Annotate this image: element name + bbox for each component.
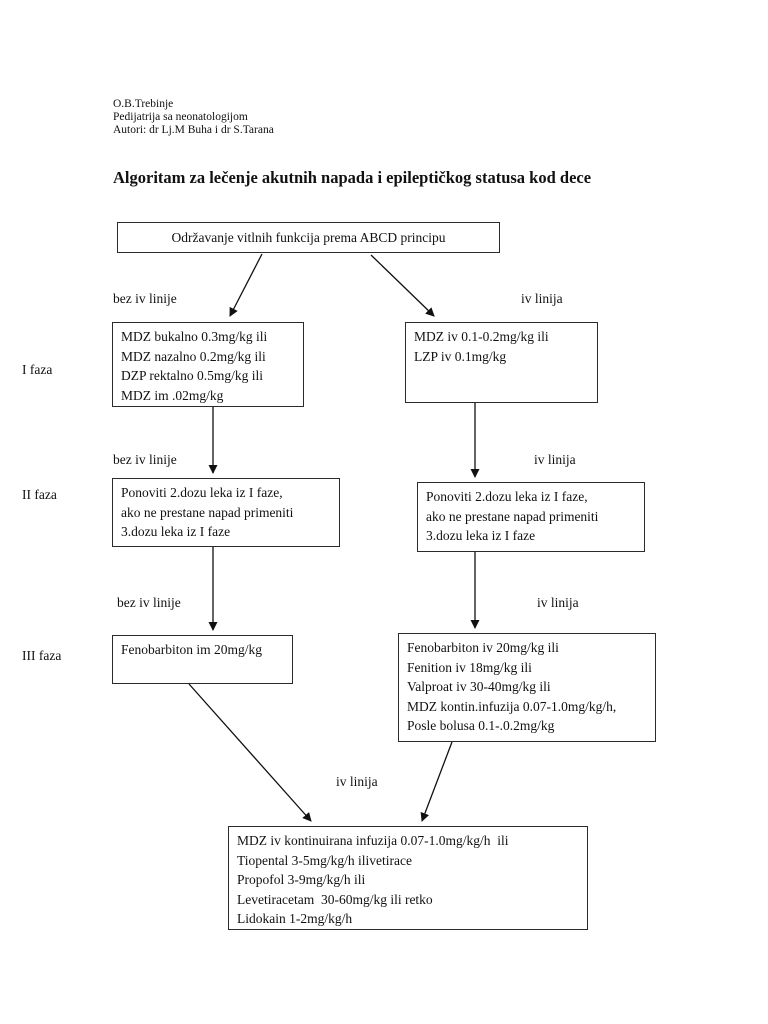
label-phase-2: II faza bbox=[22, 487, 57, 502]
edge-label-row3-iv: iv linija bbox=[537, 595, 579, 610]
box-phase3-iv-text: Fenobarbiton iv 20mg/kg ili Fenition iv … bbox=[407, 640, 617, 733]
department-name: Pedijatrija sa neonatologijom bbox=[113, 111, 248, 123]
box-phase1-iv-text: MDZ iv 0.1-0.2mg/kg ili LZP iv 0.1mg/kg bbox=[414, 329, 549, 364]
box-abcd-text: Održavanje vitlnih funkcija prema ABCD p… bbox=[171, 229, 446, 245]
document-header: O.B.Trebinje Pedijatrija sa neonatologij… bbox=[113, 98, 274, 137]
box-phase2-no-iv: Ponoviti 2.dozu leka iz I faze, ako ne p… bbox=[112, 478, 340, 547]
edge-label-row3-no-iv: bez iv linije bbox=[117, 595, 181, 610]
box-phase3-iv: Fenobarbiton iv 20mg/kg ili Fenition iv … bbox=[398, 633, 656, 742]
arrow-abcd-to-phase1-iv bbox=[370, 254, 435, 317]
org-name: O.B.Trebinje bbox=[113, 98, 174, 110]
box-phase1-iv: MDZ iv 0.1-0.2mg/kg ili LZP iv 0.1mg/kg bbox=[405, 322, 598, 403]
box-final-iv-infusion-text: MDZ iv kontinuirana infuzija 0.07-1.0mg/… bbox=[237, 833, 509, 926]
edge-label-bottom-iv: iv linija bbox=[336, 774, 378, 789]
edge-label-row2-no-iv: bez iv linije bbox=[113, 452, 177, 467]
box-phase2-iv: Ponoviti 2.dozu leka iz I faze, ako ne p… bbox=[417, 482, 645, 552]
box-phase1-no-iv: MDZ bukalno 0.3mg/kg ili MDZ nazalno 0.2… bbox=[112, 322, 304, 407]
box-phase2-no-iv-text: Ponoviti 2.dozu leka iz I faze, ako ne p… bbox=[121, 485, 294, 539]
box-final-iv-infusion: MDZ iv kontinuirana infuzija 0.07-1.0mg/… bbox=[228, 826, 588, 930]
label-phase-3: III faza bbox=[22, 648, 62, 663]
arrow-phase3-iv-to-final bbox=[420, 741, 453, 822]
label-phase-1: I faza bbox=[22, 362, 53, 377]
edge-label-row1-iv: iv linija bbox=[521, 291, 563, 306]
box-phase2-iv-text: Ponoviti 2.dozu leka iz I faze, ako ne p… bbox=[426, 489, 599, 543]
page-title: Algoritam za lečenje akutnih napada i ep… bbox=[113, 168, 592, 187]
box-phase3-no-iv-text: Fenobarbiton im 20mg/kg bbox=[121, 642, 262, 657]
arrow-phase3-noiv-to-final bbox=[188, 683, 312, 822]
edge-label-row2-iv: iv linija bbox=[534, 452, 576, 467]
arrow-abcd-to-phase1-noiv bbox=[229, 253, 263, 317]
edge-label-row1-no-iv: bez iv linije bbox=[113, 291, 177, 306]
box-abcd-principle: Održavanje vitlnih funkcija prema ABCD p… bbox=[117, 222, 500, 253]
box-phase1-no-iv-text: MDZ bukalno 0.3mg/kg ili MDZ nazalno 0.2… bbox=[121, 329, 268, 403]
box-phase3-no-iv: Fenobarbiton im 20mg/kg bbox=[112, 635, 293, 684]
authors-line: Autori: dr Lj.M Buha i dr S.Tarana bbox=[113, 124, 274, 136]
